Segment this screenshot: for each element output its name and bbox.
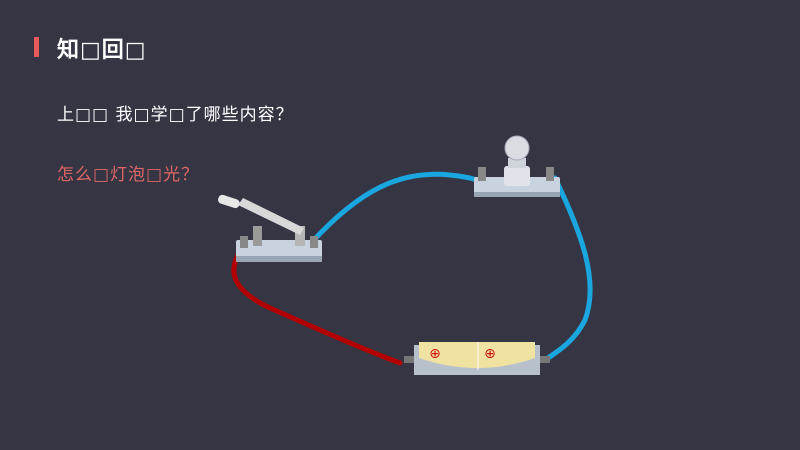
- slide-title: 知□回□: [57, 38, 147, 63]
- light-bulb: [474, 135, 560, 197]
- wire-switch-to-bulb: [309, 171, 491, 245]
- knife-switch: [218, 194, 322, 262]
- title-accent-bar: [34, 37, 39, 57]
- question-bulb: 怎么□灯泡□光？: [57, 165, 200, 185]
- battery-positive-icon: ⊕: [484, 346, 496, 362]
- battery-positive-icon: ⊕: [429, 346, 441, 362]
- battery-holder: ⊕ ⊕: [404, 342, 550, 375]
- wire-bulb-to-battery: [545, 175, 593, 361]
- wire-switch-to-battery: [231, 243, 403, 366]
- question-review: 上□□ 我□学□了哪些内容？: [57, 105, 294, 125]
